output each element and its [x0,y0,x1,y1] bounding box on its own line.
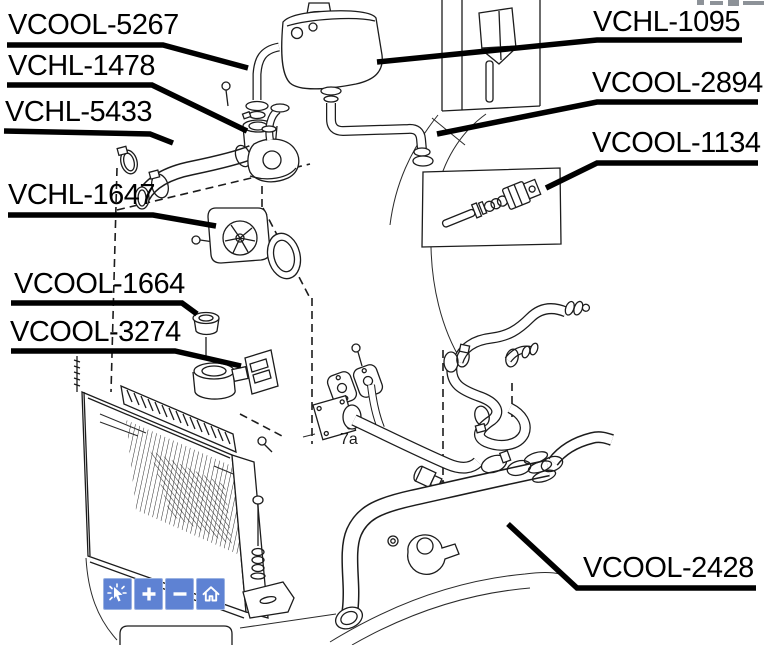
water-pump-drawing [191,207,302,280]
pointer-tool-button[interactable] [103,578,132,610]
cursor-arrow-icon [106,583,127,602]
part-label-vcool-5267[interactable]: VCOOL-5267 [8,9,179,41]
part-label-vcool-3274[interactable]: VCOOL-3274 [10,316,181,348]
leader-lines [3,37,758,591]
branched-hose-drawing [443,300,591,451]
zoom-out-button[interactable] [165,578,194,610]
viewer-toolbar [103,578,225,610]
filler-elbow-drawing [241,42,281,172]
zoom-in-button[interactable] [134,578,163,610]
part-label-vcool-2428[interactable]: VCOOL-2428 [583,552,754,584]
part-label-vchl-5433[interactable]: VCHL-5433 [5,96,153,128]
radiator-drawing [73,356,337,645]
home-button[interactable] [196,578,225,610]
expansion-tank-drawing [221,2,383,107]
part-label-vchl-1478[interactable]: VCHL-1478 [8,50,156,82]
part-label-vchl-1095[interactable]: VCHL-1095 [593,6,741,38]
plus-icon [142,587,155,601]
minus-icon [173,592,186,596]
thermostat-drawing [192,311,220,356]
lower-hose-drawing [334,431,614,630]
temperature-sensor-drawing [441,178,542,228]
upper-hose-drawing [116,103,300,210]
overflow-hose-drawing [320,86,434,167]
figure-callout-7a: 7a [340,431,358,448]
sensor-inset-box [421,167,562,248]
part-label-vcool-1664[interactable]: VCOOL-1664 [14,268,185,300]
part-label-vchl-1647[interactable]: VCHL-1647 [8,179,156,211]
part-label-vcool-1134[interactable]: VCOOL-1134 [592,127,761,159]
part-label-vcool-2894[interactable]: VCOOL-2894 [592,67,763,99]
home-icon [202,586,219,602]
housing-bracket-drawing [192,349,279,453]
cropped-corner-fragment [697,0,764,6]
